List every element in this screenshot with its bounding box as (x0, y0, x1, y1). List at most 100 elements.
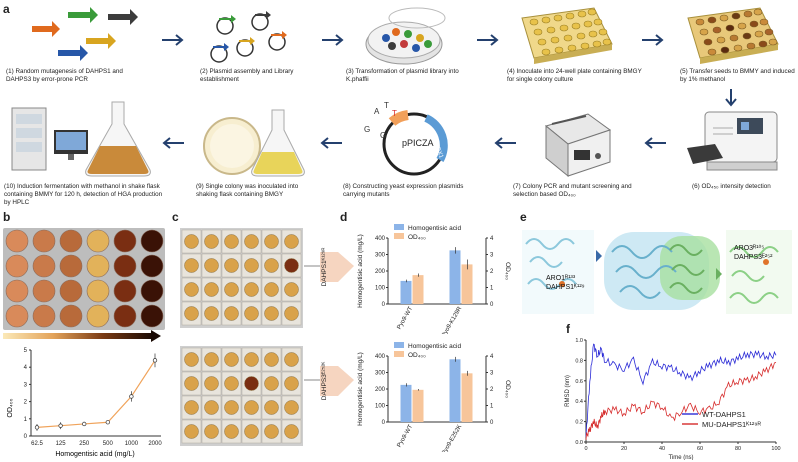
standard-well (5, 304, 29, 328)
mutant-base: T (392, 109, 397, 118)
step-3-caption: (3) Transformation of plasmid library in… (346, 68, 459, 83)
screen-well (244, 400, 259, 415)
panel-e-letter: e (520, 210, 527, 224)
chart-d-y2tick-label: 4 (490, 236, 494, 242)
chart-d-y2tick-label: 2 (490, 387, 494, 393)
screen-well (244, 234, 259, 249)
chart-d-legend-swatch (394, 351, 404, 357)
screen-well (204, 352, 219, 367)
chart-d-y2tick-label: 1 (490, 286, 494, 292)
screen-well (184, 234, 199, 249)
structure-label-left-1: ARO1ᴿ¹³³ (546, 275, 576, 282)
plasmid-name: pPICZA (402, 138, 434, 148)
standard-well (113, 229, 137, 253)
screen-well (224, 234, 239, 249)
standard-well (113, 304, 137, 328)
chart-d-bar (449, 359, 461, 422)
chart-d-bar (400, 384, 412, 422)
panel-b-letter: b (3, 210, 11, 224)
screen-well (284, 282, 299, 297)
base-a: A (374, 107, 380, 116)
standard-well (113, 254, 137, 278)
standard-well (32, 304, 56, 328)
screen-well (224, 400, 239, 415)
structure-label-right-1: ARO3ᴿ¹⁰⁵ (734, 244, 764, 252)
chart-f-legend-label: WT-DAHPS1 (702, 410, 746, 419)
step-5-caption: (5) Transfer seeds to BMMY and induced b… (680, 68, 795, 83)
chart-f-xtick-label: 20 (621, 446, 627, 452)
standard-well (140, 254, 164, 278)
flow-arrow-3 (477, 34, 499, 46)
standard-well (140, 304, 164, 328)
screen-well (284, 352, 299, 367)
well-plate-bmgy-icon (521, 7, 613, 64)
pcr-machine-icon (544, 113, 612, 178)
screen-well (244, 282, 259, 297)
chart-f-ytick-label: 0.0 (575, 440, 583, 446)
chart-f-xtick-label: 0 (584, 446, 587, 452)
screen-well (224, 258, 239, 273)
chart-d-ytick-label: 100 (375, 404, 386, 410)
chart-b-xtick-label: 125 (56, 441, 67, 447)
chart-d-ytick-label: 0 (382, 420, 386, 426)
standard-well (59, 304, 83, 328)
chart-d-ytick-label: 400 (375, 354, 386, 360)
screen-well (284, 424, 299, 439)
chart-f-ytick-label: 0.6 (575, 379, 583, 385)
step-8-caption: (8) Constructing yeast expression plasmi… (343, 183, 464, 198)
screen-well (204, 376, 219, 391)
standard-well (32, 229, 56, 253)
chart-d-ylabel: Homogentisic acid (mg/L) (357, 234, 364, 308)
plasmid-map-icon: pPICZA PAOX1 A T T G G (364, 102, 448, 176)
chart-b-ytick-label: 3 (24, 382, 28, 388)
panel-a-letter: a (3, 2, 10, 16)
chart-f-legend-label: MU-DAHPS1ᴷ¹²⁹ᴿ (702, 420, 762, 429)
flow-arrow-8 (320, 137, 342, 149)
panel-d-letter: d (340, 210, 348, 224)
chart-d-y2label: OD₄₀₀ (504, 380, 511, 398)
standard-well (32, 254, 56, 278)
chart-d-y2tick-label: 1 (490, 404, 494, 410)
plasmid-library-icon (210, 11, 287, 63)
screen-well (224, 306, 239, 321)
screen-well (244, 352, 259, 367)
screen-well (204, 400, 219, 415)
flow-arrow-1 (162, 34, 184, 46)
screen-well (284, 376, 299, 391)
chart-b-ytick-label: 5 (24, 348, 28, 354)
screen-well (224, 352, 239, 367)
chart-d-ytick-label: 300 (375, 253, 386, 259)
chart-b-point (152, 358, 158, 363)
standard-well (113, 279, 137, 303)
step-6-caption: (6) OD₄₅₀ intensity detection (692, 183, 771, 190)
chart-d-y2tick-label: 3 (490, 253, 494, 259)
chart-f-series-line (585, 343, 777, 437)
flow-arrow-2 (322, 34, 344, 46)
highlighted-mutant-well (284, 258, 299, 273)
flow-arrow-9 (162, 137, 184, 149)
chart-d-bar (412, 275, 424, 304)
chart-b-point (129, 394, 134, 399)
mutant-screening-plate-top (180, 228, 303, 328)
standard-well (5, 229, 29, 253)
chart-d-legend-label: Homogentisic acid (408, 225, 461, 232)
screen-well (184, 376, 199, 391)
hga-od-standard-chart: OD₄₀₀ Homogentisic acid (mg/L) 01234562.… (7, 348, 162, 458)
chart-d-xtick-label: Pyo9-E252K (441, 424, 463, 452)
standard-well (59, 229, 83, 253)
chart-d-bar (461, 373, 473, 422)
screen-well (264, 424, 279, 439)
chart-b-xtick-label: 250 (79, 441, 90, 447)
flow-arrow-4 (642, 34, 664, 46)
plate-reader-icon (687, 111, 778, 171)
chart-b-point (82, 421, 87, 427)
chart-b-ytick-label: 4 (24, 365, 28, 371)
base-g1: G (364, 125, 370, 134)
chart-d-ytick-label: 300 (375, 371, 386, 377)
highlighted-mutant-well (244, 376, 259, 391)
flow-arrow-7 (494, 137, 516, 149)
step-2-caption: (2) Plasmid assembly and Library establi… (200, 68, 294, 83)
mutant-callouts (304, 252, 354, 396)
chart-d-y2tick-label: 4 (490, 354, 494, 360)
